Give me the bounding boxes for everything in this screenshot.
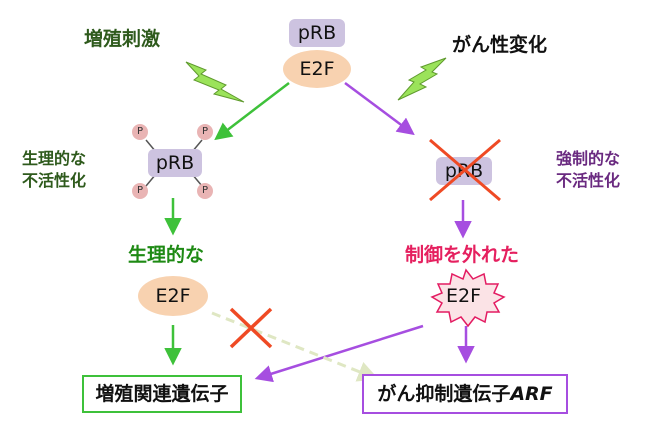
prb-destroyed-box: pRB bbox=[436, 157, 492, 185]
prb-top-box: pRB bbox=[289, 19, 345, 47]
arrow-physio-to-tumor-suppressor-dashed bbox=[211, 311, 379, 382]
tumor-suppressor-arf: ARF bbox=[510, 383, 553, 405]
forced-inactivation-line2: 不活性化 bbox=[556, 171, 621, 190]
e2f-burst-label: E2F bbox=[446, 285, 482, 307]
physiological-inactivation-line2: 不活性化 bbox=[22, 171, 87, 190]
phosphate-dot-tr: P bbox=[197, 124, 213, 140]
physiological-inactivation-line1: 生理的な bbox=[22, 149, 87, 168]
uncontrolled-label: 制御を外れた bbox=[405, 244, 520, 266]
tumor-suppressor-prefix: がん抑制遺伝子 bbox=[377, 383, 511, 405]
proliferation-stimulus-label: 増殖刺激 bbox=[84, 28, 161, 50]
phosphate-dot-br: P bbox=[197, 183, 213, 199]
prb-phosphorylated-box: pRB bbox=[148, 149, 202, 177]
forced-inactivation-label: 強制的な 不活性化 bbox=[556, 148, 620, 192]
e2f-top-oval: E2F bbox=[283, 50, 351, 88]
physiological-inactivation-label: 生理的な 不活性化 bbox=[22, 148, 86, 192]
lightning-left-icon bbox=[185, 61, 245, 103]
e2f-physiological-oval: E2F bbox=[138, 276, 208, 316]
e2f-burst-shape bbox=[430, 268, 506, 328]
arrow-top-to-destroyed bbox=[344, 81, 415, 136]
phosphate-dot-bl: P bbox=[132, 183, 148, 199]
phosphate-dot-tl: P bbox=[132, 124, 148, 140]
lightning-right-icon bbox=[397, 57, 447, 101]
physiological-label: 生理的な bbox=[128, 244, 205, 266]
arrow-burst-to-genes bbox=[254, 324, 424, 383]
forced-inactivation-line1: 強制的な bbox=[556, 149, 621, 168]
arrow-top-to-phospho bbox=[214, 82, 290, 141]
proliferation-genes-box: 増殖関連遺伝子 bbox=[82, 375, 242, 413]
tumor-suppressor-arf-box: がん抑制遺伝子ARF bbox=[362, 374, 568, 414]
inhibition-cross-icon bbox=[229, 307, 273, 349]
cancer-transformation-label: がん性変化 bbox=[452, 34, 548, 56]
